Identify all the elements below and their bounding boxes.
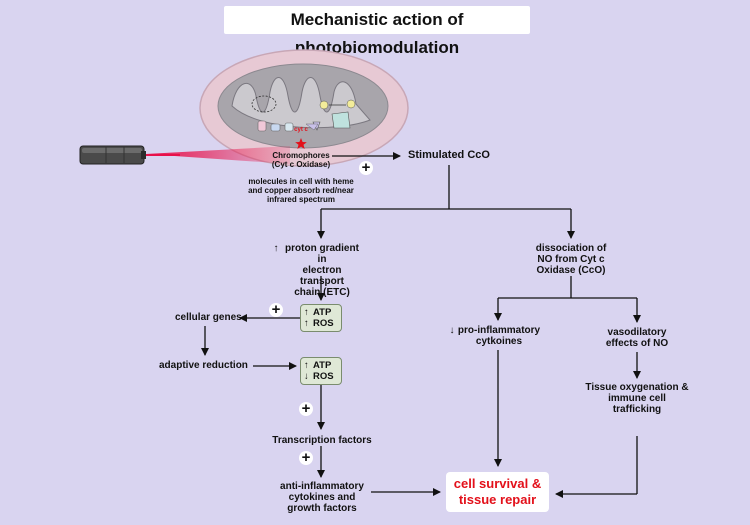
cellular-genes-node: cellular genes (175, 312, 242, 323)
arrow-up-icon: ↑ (273, 243, 279, 254)
plus-icon: + (269, 302, 283, 317)
dissociation-node: dissociation of NO from Cyt c Oxidase (C… (535, 243, 607, 276)
outcome-node: cell survival & tissue repair (446, 472, 549, 512)
cytc-label: cyt c (294, 127, 308, 133)
transcription-factors-node: Transcription factors (272, 435, 372, 446)
arrow-up-icon: ↑ (304, 318, 309, 329)
tissue-oxygenation-node: Tissue oxygenation & immune cell traffic… (585, 382, 689, 415)
atp-ros-box-1: ↑ ↑ ATP ROS (300, 304, 342, 332)
vasodilatory-node: vasodilatory effects of NO (605, 327, 669, 349)
stimulated-cco-node: Stimulated CcO (408, 149, 490, 161)
pro-inflammatory-node: pro-inflammatory cytkoines (457, 325, 541, 347)
arrow-down-icon: ↓ (449, 325, 455, 336)
atp-ros-box-2: ↑ ↓ ATP ROS (300, 357, 342, 385)
atp-ros-label: ATP ROS (313, 307, 334, 329)
anti-inflammatory-node: anti-inflammatory cytokines and growth f… (280, 481, 364, 514)
plus-icon: + (299, 450, 313, 465)
plus-icon: + (359, 160, 373, 175)
molecules-note: molecules in cell with heme and copper a… (248, 177, 354, 204)
arrow-down-icon: ↓ (304, 371, 309, 382)
mitochondrion-illustration: cyt c (199, 49, 409, 167)
arrow-up-icon: ↑ (304, 360, 309, 371)
arrow-up-icon: ↑ (304, 307, 309, 318)
laser-beam (146, 146, 290, 164)
laser-device-icon (79, 145, 146, 165)
plus-icon: + (299, 401, 313, 416)
proton-gradient-node: proton gradient in electron transport ch… (285, 243, 359, 298)
adaptive-reduction-node: adaptive reduction (159, 360, 248, 371)
star-icon (295, 138, 307, 149)
atp-ros-label: ATP ROS (313, 360, 334, 382)
chromophores-label: Chromophores (Cyt c Oxidase) (271, 151, 331, 169)
diagram-title: Mechanistic action of photobiomodulation (224, 6, 530, 57)
